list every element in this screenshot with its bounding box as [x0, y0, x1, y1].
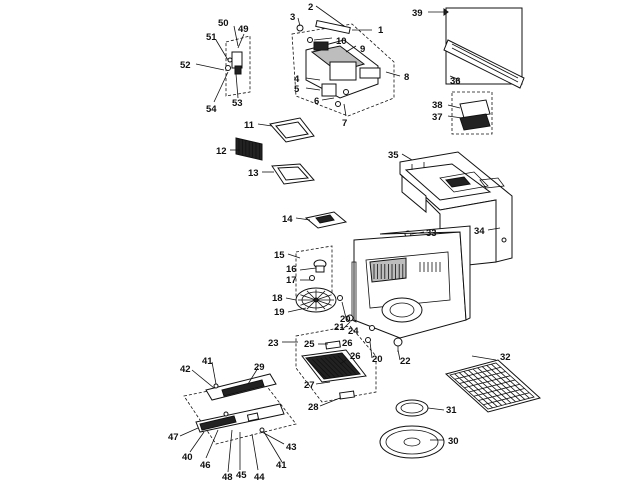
detail-stroke [328, 356, 348, 376]
callout-7: 7 [342, 118, 347, 129]
callout-14: 14 [282, 214, 293, 225]
callout-50: 50 [218, 18, 229, 29]
detail-stroke [454, 366, 501, 380]
part-13-charcoal-filter [271, 163, 315, 185]
part-30-glass-turntable [379, 425, 445, 459]
callout-24: 24 [348, 326, 359, 337]
detail-stroke [337, 355, 357, 374]
part-18-stirrer-fan [295, 287, 337, 313]
callout-23: 23 [268, 338, 279, 349]
part-11-grease-filter [269, 117, 315, 143]
callout-26a: 26 [342, 338, 353, 349]
callout-13: 13 [248, 168, 259, 179]
callout-2: 2 [308, 2, 313, 13]
callout-29: 29 [254, 362, 265, 373]
callout-9: 9 [360, 44, 365, 55]
callout-54: 54 [206, 104, 217, 115]
callout-46: 46 [200, 460, 211, 471]
callout-25: 25 [304, 339, 315, 350]
callout-35: 35 [388, 150, 399, 161]
callout-10: 10 [336, 36, 347, 47]
callout-8: 8 [404, 72, 409, 83]
part-29-control-panel [183, 373, 297, 445]
part-20-21-screws [337, 295, 375, 343]
callout-4: 4 [294, 74, 300, 85]
leader-lines [179, 5, 501, 473]
callout-45: 45 [236, 470, 247, 480]
callout-51: 51 [206, 32, 217, 43]
callout-27: 27 [304, 380, 315, 391]
callout-20b: 20 [372, 354, 383, 365]
detail-stroke [459, 371, 506, 384]
part-36-filter-assembly [451, 91, 493, 135]
callout-49: 49 [238, 24, 249, 35]
detail-stroke [468, 379, 516, 393]
callout-33: 33 [426, 228, 437, 239]
callout-48: 48 [222, 472, 233, 480]
detail-stroke [300, 294, 317, 301]
callout-1: 1 [378, 25, 384, 36]
callout-41b: 41 [276, 460, 287, 471]
callout-22: 22 [400, 356, 411, 367]
callout-43: 43 [286, 442, 297, 453]
callout-16: 16 [286, 264, 297, 275]
callout-52: 52 [180, 60, 191, 71]
callout-34: 34 [474, 226, 485, 237]
part-39-vent-grille [443, 7, 525, 89]
callout-39: 39 [412, 8, 423, 19]
callout-3: 3 [290, 12, 295, 23]
callout-31: 31 [446, 405, 457, 416]
oven-cavity-assembly [351, 225, 471, 352]
detail-stroke [307, 359, 327, 379]
detail-stroke [473, 383, 520, 397]
callout-11: 11 [244, 120, 255, 131]
part-14-lamp-cover [304, 211, 348, 229]
callout-30: 30 [448, 436, 459, 447]
callout-40: 40 [182, 452, 193, 463]
callout-36: 36 [450, 76, 461, 87]
callout-5: 5 [294, 84, 300, 95]
callout-42: 42 [180, 364, 191, 375]
callout-20a: 20 [340, 314, 351, 325]
detail-stroke [316, 358, 335, 378]
part-34-outer-cabinet [399, 151, 513, 269]
detail-stroke [483, 392, 530, 406]
callout-12: 12 [216, 146, 227, 157]
callout-26b: 26 [350, 351, 361, 362]
callout-21: 21 [334, 322, 345, 333]
callout-6: 6 [314, 96, 319, 107]
part-15-turntable-motor-group [295, 245, 333, 297]
callout-labels: 1 2 3 4 5 6 7 8 9 10 11 12 13 14 15 16 1… [168, 2, 511, 480]
detail-stroke [478, 388, 525, 401]
detail-stroke [300, 299, 317, 306]
detail-stroke [311, 359, 331, 378]
callout-37: 37 [432, 112, 443, 123]
detail-stroke [324, 357, 344, 376]
callout-28: 28 [308, 402, 319, 413]
callout-53: 53 [232, 98, 243, 109]
part-32-oven-rack [444, 359, 542, 413]
part-23-control-group [295, 325, 377, 403]
detail-stroke [320, 357, 340, 377]
detail-stroke [464, 375, 511, 389]
callout-32: 32 [500, 352, 511, 363]
callout-47: 47 [168, 432, 179, 443]
callout-41a: 41 [202, 356, 213, 367]
callout-18: 18 [272, 293, 283, 304]
part-1-blower-motor-assembly [291, 19, 395, 117]
detail-stroke [333, 355, 352, 375]
callout-19: 19 [274, 307, 285, 318]
part-12-vent-grille [235, 137, 263, 161]
detail-stroke [315, 294, 332, 301]
callout-17: 17 [286, 275, 297, 286]
callout-44: 44 [254, 472, 265, 480]
part-31-roller-ring [395, 399, 429, 417]
callout-38: 38 [432, 100, 443, 111]
callout-15: 15 [274, 250, 285, 261]
detail-stroke [315, 299, 332, 306]
